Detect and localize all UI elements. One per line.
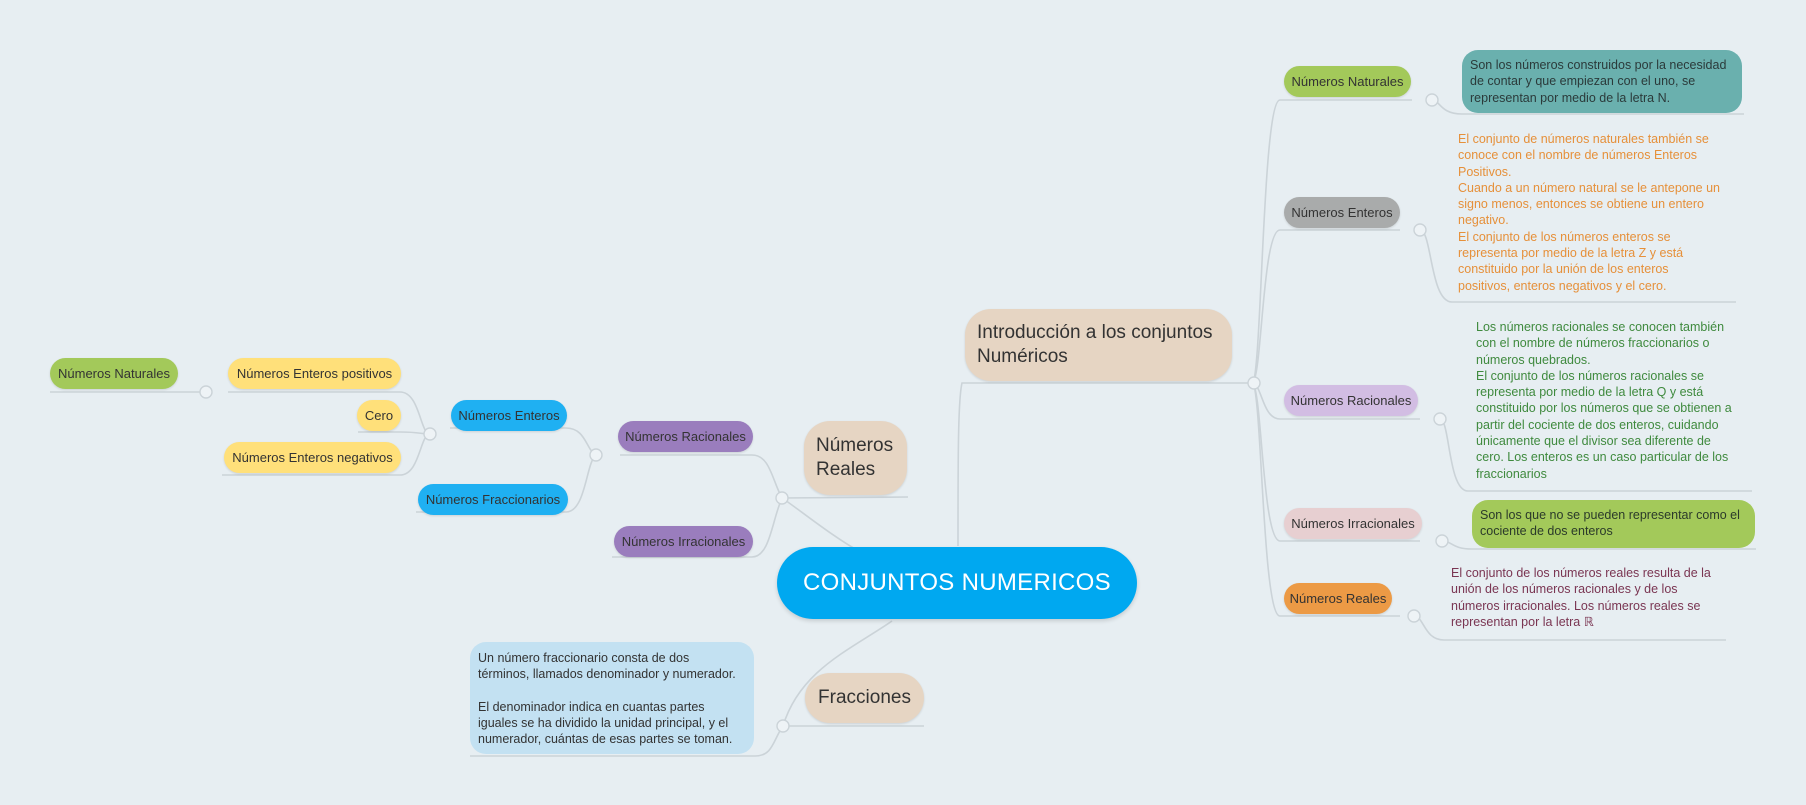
fracciones-label: Fracciones — [818, 687, 911, 708]
naturales-left-label: Números Naturales — [58, 365, 170, 381]
enteros-node[interactable]: Números Enteros — [451, 400, 567, 431]
root-label: CONJUNTOS NUMERICOS — [803, 569, 1111, 596]
naturales-left-node[interactable]: Números Naturales — [50, 358, 178, 389]
intro-item-racionales[interactable]: Números Racionales — [1284, 385, 1418, 416]
enteros-label: Números Enteros — [458, 407, 560, 423]
intro-item-irracionales[interactable]: Números Irracionales — [1284, 508, 1422, 539]
intro-item-label: Números Racionales — [1290, 392, 1412, 408]
naturales-description: Son los números construidos por la neces… — [1462, 50, 1742, 113]
enteros-description: El conjunto de números naturales también… — [1458, 132, 1720, 293]
irracionales-node[interactable]: Números Irracionales — [614, 526, 753, 557]
reales-description: El conjunto de los números reales result… — [1451, 566, 1711, 629]
intro-item-enteros[interactable]: Números Enteros — [1284, 197, 1400, 228]
intro-item-naturales[interactable]: Números Naturales — [1284, 66, 1411, 97]
root-node[interactable]: CONJUNTOS NUMERICOS — [777, 547, 1137, 619]
fraccionarios-node[interactable]: Números Fraccionarios — [418, 484, 568, 515]
intro-item-label: Números Reales — [1289, 590, 1387, 606]
cero-node[interactable]: Cero — [357, 400, 401, 431]
fracciones-description: Un número fraccionario consta de dos tér… — [470, 642, 754, 754]
reales-label: Números Reales — [816, 435, 894, 480]
intro-label: Introducción a los conjuntos Numéricos — [977, 322, 1213, 367]
positivos-node[interactable]: Números Enteros positivos — [228, 358, 401, 389]
irracionales-label: Números Irracionales — [621, 533, 746, 549]
intro-item-label: Números Irracionales — [1291, 515, 1415, 531]
positivos-label: Números Enteros positivos — [236, 365, 393, 381]
negativos-label: Números Enteros negativos — [232, 449, 393, 465]
negativos-node[interactable]: Números Enteros negativos — [224, 442, 401, 473]
intro-node[interactable]: Introducción a los conjuntos Numéricos — [965, 309, 1232, 381]
cero-label: Cero — [364, 407, 394, 423]
reales-node[interactable]: Números Reales — [804, 421, 907, 495]
fracciones-node[interactable]: Fracciones — [805, 673, 924, 723]
irracionales-description: Son los que no se pueden representar com… — [1472, 500, 1755, 548]
intro-item-reales[interactable]: Números Reales — [1284, 583, 1392, 614]
racionales-description: Los números racionales se conocen tambié… — [1476, 320, 1732, 481]
racionales-node[interactable]: Números Racionales — [618, 421, 753, 452]
racionales-label: Números Racionales — [625, 428, 746, 444]
intro-item-label: Números Enteros — [1291, 204, 1393, 220]
intro-item-label: Números Naturales — [1291, 73, 1404, 89]
fraccionarios-label: Números Fraccionarios — [425, 491, 561, 507]
